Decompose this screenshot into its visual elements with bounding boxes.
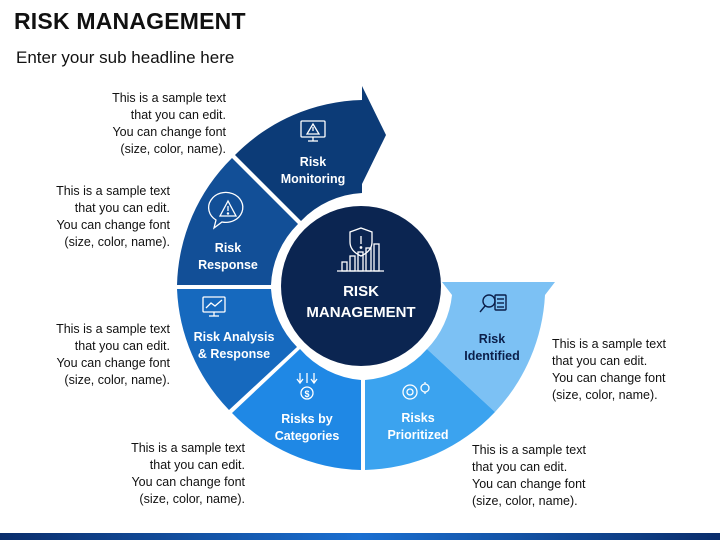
segment-risk-response-line2: Response [198, 258, 258, 272]
note-risks-prioritized: This is a sample text that you can edit.… [472, 442, 586, 510]
segment-risk-response-shape [177, 158, 298, 285]
note-line: that you can edit. [130, 108, 226, 122]
segment-risk-analysis[interactable]: Risk Analysis & Response [177, 289, 297, 410]
note-risks-by-categories: This is a sample text that you can edit.… [131, 440, 245, 508]
center-hub[interactable]: RISK MANAGEMENT [281, 206, 441, 366]
segment-risk-identified-line1: Risk [479, 332, 505, 346]
center-circle [281, 206, 441, 366]
segment-risks-prioritized[interactable]: Risks Prioritized [365, 349, 495, 470]
shield-chart-icon [337, 227, 384, 272]
note-line: This is a sample text [56, 322, 170, 336]
note-risk-response: This is a sample text that you can edit.… [56, 183, 170, 251]
note-line: You can change font [56, 356, 170, 370]
page-title: RISK MANAGEMENT [14, 8, 246, 34]
segment-risk-response-line1: Risk [215, 241, 241, 255]
note-line: You can change font [472, 477, 586, 491]
note-line: You can change font [552, 371, 666, 385]
note-line: This is a sample text [552, 337, 666, 351]
note-line: that you can edit. [472, 460, 568, 474]
segment-risk-monitoring[interactable]: Risk Monitoring [235, 86, 386, 221]
segment-risks-by-categories-shape [232, 349, 361, 470]
dollar-sign-glyph: $ [304, 389, 309, 399]
segment-risk-identified[interactable]: Risk Identified [427, 282, 555, 412]
segment-risk-identified-shape [427, 282, 555, 412]
dollar-arrows-icon [296, 373, 318, 400]
note-line: (size, color, name). [472, 494, 578, 508]
segment-risks-by-categories-line2: Categories [275, 429, 340, 443]
note-line: This is a sample text [472, 443, 586, 457]
note-risk-monitoring: This is a sample text that you can edit.… [112, 90, 226, 158]
note-line: that you can edit. [149, 458, 245, 472]
warning-speech-icon [207, 191, 244, 230]
segment-risk-monitoring-line2: Monitoring [281, 172, 346, 186]
search-calculator-icon [479, 294, 507, 313]
note-line: You can change font [112, 125, 226, 139]
note-line: (size, color, name). [552, 388, 658, 402]
segment-risk-analysis-line2: & Response [198, 347, 270, 361]
note-line: This is a sample text [56, 184, 170, 198]
note-line: that you can edit. [74, 201, 170, 215]
note-line: (size, color, name). [64, 235, 170, 249]
target-gear-icon [402, 382, 430, 400]
note-risk-analysis: This is a sample text that you can edit.… [56, 321, 170, 389]
note-line: that you can edit. [74, 339, 170, 353]
center-title-line1: RISK [343, 283, 379, 300]
segment-risks-by-categories-line1: Risks by [281, 412, 332, 426]
bottom-accent-bar [0, 533, 720, 540]
segment-risk-response[interactable]: Risk Response [177, 158, 298, 285]
center-title-line2: MANAGEMENT [306, 304, 415, 321]
note-line: (size, color, name). [139, 492, 245, 506]
segment-risk-monitoring-line1: Risk [300, 155, 326, 169]
segment-risks-by-categories[interactable]: $ Risks by Categories [232, 349, 361, 470]
segment-risk-analysis-line1: Risk Analysis [194, 330, 275, 344]
segment-risks-prioritized-shape [365, 349, 495, 470]
note-line: You can change font [131, 475, 245, 489]
segment-risks-prioritized-line1: Risks [401, 411, 434, 425]
segment-risk-analysis-shape [177, 289, 297, 410]
monitor-warning-icon [300, 120, 326, 142]
note-line: that you can edit. [552, 354, 648, 368]
note-line: This is a sample text [131, 441, 245, 455]
page-subtitle: Enter your sub headline here [16, 48, 235, 67]
note-line: This is a sample text [112, 91, 226, 105]
note-line: (size, color, name). [120, 142, 226, 156]
note-line: (size, color, name). [64, 373, 170, 387]
monitor-chart-icon [202, 296, 226, 317]
segment-risk-identified-line2: Identified [464, 349, 520, 363]
segment-risks-prioritized-line2: Prioritized [387, 428, 448, 442]
segment-risk-monitoring-shape [235, 86, 386, 221]
note-risk-identified: This is a sample text that you can edit.… [552, 336, 666, 404]
note-line: You can change font [56, 218, 170, 232]
